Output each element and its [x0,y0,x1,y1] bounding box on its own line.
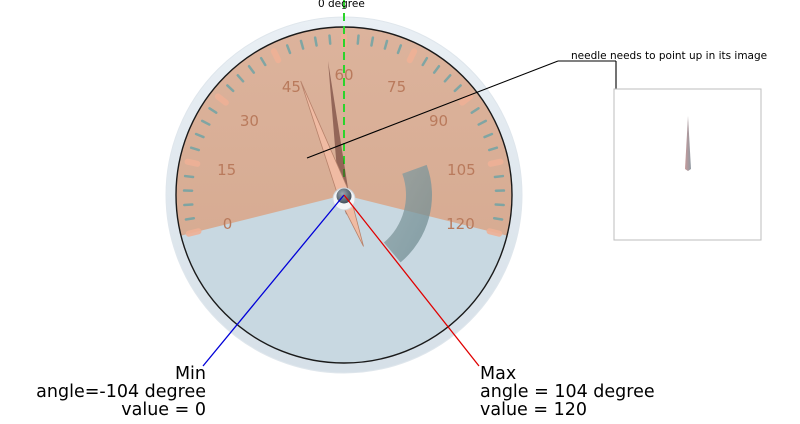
minor-tick [299,39,305,50]
minor-tick [183,203,194,207]
minor-tick [453,84,462,93]
max-value-text: value = 120 [480,400,587,420]
tick-label: 30 [240,112,259,130]
min-angle-line [202,194,345,367]
major-tick [185,228,202,237]
needle-note-label: needle needs to point up in its image [571,50,768,62]
max-annotation: Max angle = 104 degree value = 120 [480,365,655,419]
minor-tick [396,44,403,55]
max-angle-line [343,194,480,367]
tick-label: 90 [429,112,448,130]
min-angle-text: angle=-104 degree [36,382,206,402]
gauge-range-arc [383,164,432,263]
minor-tick [421,56,429,67]
minor-tick [483,132,494,139]
minor-tick [477,119,488,126]
minor-tick [470,107,480,114]
tick-label: 45 [282,78,301,96]
major-tick [214,93,229,106]
gauge-ticks [182,32,506,237]
min-annotation: Min angle=-104 degree value = 0 [36,365,206,419]
minor-tick [487,146,499,152]
minor-tick [494,203,505,207]
min-title: Min [174,364,206,384]
needle-shadow [328,60,349,215]
minor-tick [432,64,441,74]
major-tick [184,158,201,167]
minor-tick [236,74,245,83]
tick-label: 105 [447,161,476,179]
tick-label: 60 [334,66,353,84]
minor-tick [383,39,389,50]
gauge-tick-labels: 0 15 30 45 60 75 90 105 120 [217,66,476,233]
needle-image-icon [685,116,691,171]
minor-tick [356,34,360,45]
max-title: Max [480,364,517,384]
major-tick [270,48,282,64]
tick-label: 120 [446,215,475,233]
minor-tick [184,217,196,221]
minor-tick [328,34,332,45]
minor-tick [226,84,235,93]
min-value-text: value = 0 [121,400,206,420]
minor-tick [370,36,375,47]
minor-tick [208,107,218,114]
minor-tick [259,56,267,67]
minor-tick [443,74,452,83]
max-angle-text: angle = 104 degree [480,382,655,402]
tick-label: 0 [223,215,233,233]
major-tick [487,158,504,167]
minor-tick [247,64,256,74]
major-tick [459,93,474,106]
minor-tick [493,174,505,179]
minor-tick [285,44,292,55]
minor-tick [492,217,504,221]
minor-tick [189,146,201,152]
major-tick [406,48,418,64]
tick-label: 75 [387,78,406,96]
minor-tick [194,132,205,139]
major-tick [486,228,503,237]
tick-label: 15 [217,161,236,179]
zero-degree-label: 0 degree [318,0,365,10]
minor-tick [200,119,211,126]
minor-tick [313,36,318,47]
callout-leader [306,60,559,159]
minor-tick [183,174,195,179]
